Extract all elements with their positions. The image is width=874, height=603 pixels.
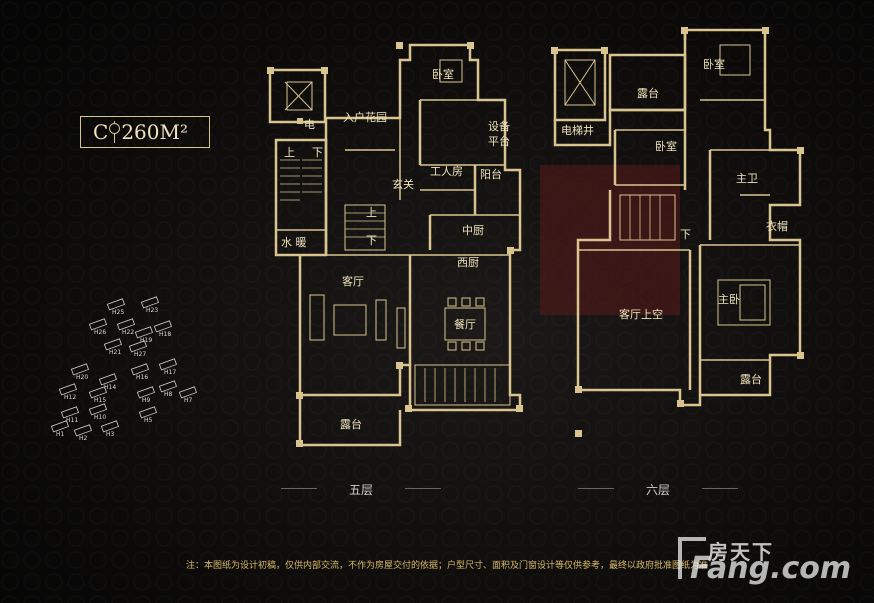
site-building-label: H11 xyxy=(66,417,78,424)
site-building-block xyxy=(136,386,156,399)
site-building-block xyxy=(98,373,118,386)
f5-living-room-label: 客厅 xyxy=(342,274,364,288)
site-building-label: H10 xyxy=(94,414,106,421)
floor5-plan xyxy=(267,42,523,447)
f5-worker-room-label: 工人房 xyxy=(430,165,463,178)
unit-area: 260M² xyxy=(121,120,188,144)
site-building-label: H7 xyxy=(184,397,193,404)
f6-closet-label: 衣帽 xyxy=(766,219,788,233)
f5-up2-label: 上 xyxy=(366,206,377,219)
f6-bedroom-mid-label: 卧室 xyxy=(655,139,677,153)
unit-area-badge: C 260M² xyxy=(80,116,210,148)
f5-terrace-label: 露台 xyxy=(340,417,362,431)
f5-chinese-kitchen-label: 中厨 xyxy=(462,224,484,237)
f6-living-void-label: 客厅上空 xyxy=(619,307,663,321)
f6-bedroom-top-label: 卧室 xyxy=(703,57,725,71)
site-building-label: H20 xyxy=(76,374,88,381)
site-building-label: H19 xyxy=(140,337,152,344)
watermark-cn: 房天下 xyxy=(708,540,774,564)
floor5-label: 五层 xyxy=(281,481,441,498)
unit-type-letter: C xyxy=(93,120,109,144)
disclaimer-note: 注：本图纸为设计初稿，仅供内部交流，不作为房屋交付的依据；户型尺寸、面积及门窗设… xyxy=(186,561,709,571)
site-building-block xyxy=(116,318,136,331)
site-building-block xyxy=(106,298,126,311)
site-building-block xyxy=(103,338,123,351)
site-building-block xyxy=(158,358,178,371)
site-building-label: H26 xyxy=(94,329,106,336)
site-building-label: H18 xyxy=(159,331,171,338)
site-building-label: H8 xyxy=(164,391,173,398)
f5-equipment-platform-label-1: 设备 xyxy=(488,119,510,133)
site-building-label: H27 xyxy=(134,351,146,358)
f5-equipment-platform-label-2: 平台 xyxy=(488,134,510,148)
site-building-block xyxy=(153,320,173,333)
f5-down2-label: 下 xyxy=(366,234,377,247)
f5-up-label: 上 xyxy=(284,146,295,159)
f5-balcony-label: 阳台 xyxy=(480,167,502,181)
floor6-plan xyxy=(551,27,804,437)
f5-dining-room-label: 餐厅 xyxy=(454,317,476,331)
f5-elevator xyxy=(268,68,327,124)
f5-water-heating-label: 水 暖 xyxy=(281,236,307,249)
f6-terrace-bottom-label: 露台 xyxy=(740,372,762,386)
site-building-label: H22 xyxy=(122,329,134,336)
site-building-label: H17 xyxy=(164,369,176,376)
site-building-label: H2 xyxy=(79,435,88,442)
f5-bedroom-label: 卧室 xyxy=(432,67,454,81)
f5-western-kitchen-label: 西厨 xyxy=(457,256,479,269)
site-building-label: H15 xyxy=(94,397,106,404)
site-building-block xyxy=(138,406,158,419)
f6-terrace-top-label: 露台 xyxy=(637,86,659,100)
site-building-block xyxy=(100,420,120,433)
site-building-block xyxy=(70,363,90,376)
site-building-label: H23 xyxy=(146,307,158,314)
badge-separator xyxy=(109,121,121,143)
f6-elevator-shaft xyxy=(553,48,607,122)
site-building-block xyxy=(88,318,108,331)
watermark-logo-icon xyxy=(678,537,706,579)
f5-entry-garden-label: 入户花园 xyxy=(343,110,387,124)
site-building-label: H1 xyxy=(56,431,65,438)
f6-down-label: 下 xyxy=(680,228,691,241)
site-building-block xyxy=(73,424,93,437)
floor6-label: 六层 xyxy=(578,481,738,498)
watermark-en: Fang.com xyxy=(690,551,852,586)
f5-down-label: 下 xyxy=(312,146,323,159)
site-building-label: H16 xyxy=(136,374,148,381)
f5-foyer-label: 玄关 xyxy=(392,177,414,191)
site-building-block xyxy=(128,340,148,353)
f6-elevator-shaft-label: 电梯井 xyxy=(561,123,594,137)
site-building-block xyxy=(178,386,198,399)
site-building-label: H25 xyxy=(112,309,124,316)
site-building-block xyxy=(60,406,80,419)
site-building-block xyxy=(140,296,160,309)
site-building-label: H12 xyxy=(64,394,76,401)
site-building-block xyxy=(134,326,154,339)
site-building-label: H21 xyxy=(109,349,121,356)
site-building-label: H3 xyxy=(106,431,115,438)
f6-terrace-top xyxy=(608,53,687,112)
site-building-label: H5 xyxy=(144,417,153,424)
f5-elec-label: 电 xyxy=(304,118,315,131)
f6-master-bath-label: 主卫 xyxy=(736,172,758,185)
site-building-block xyxy=(88,403,108,416)
site-building-label: H9 xyxy=(142,397,151,404)
site-building-block xyxy=(130,363,150,376)
site-building-block xyxy=(50,420,70,433)
f6-master-bedroom-label: 主卧 xyxy=(718,293,740,306)
site-building-label: H14 xyxy=(104,384,116,391)
site-building-block xyxy=(88,386,108,399)
site-building-block xyxy=(58,383,78,396)
site-building-block xyxy=(158,380,178,393)
